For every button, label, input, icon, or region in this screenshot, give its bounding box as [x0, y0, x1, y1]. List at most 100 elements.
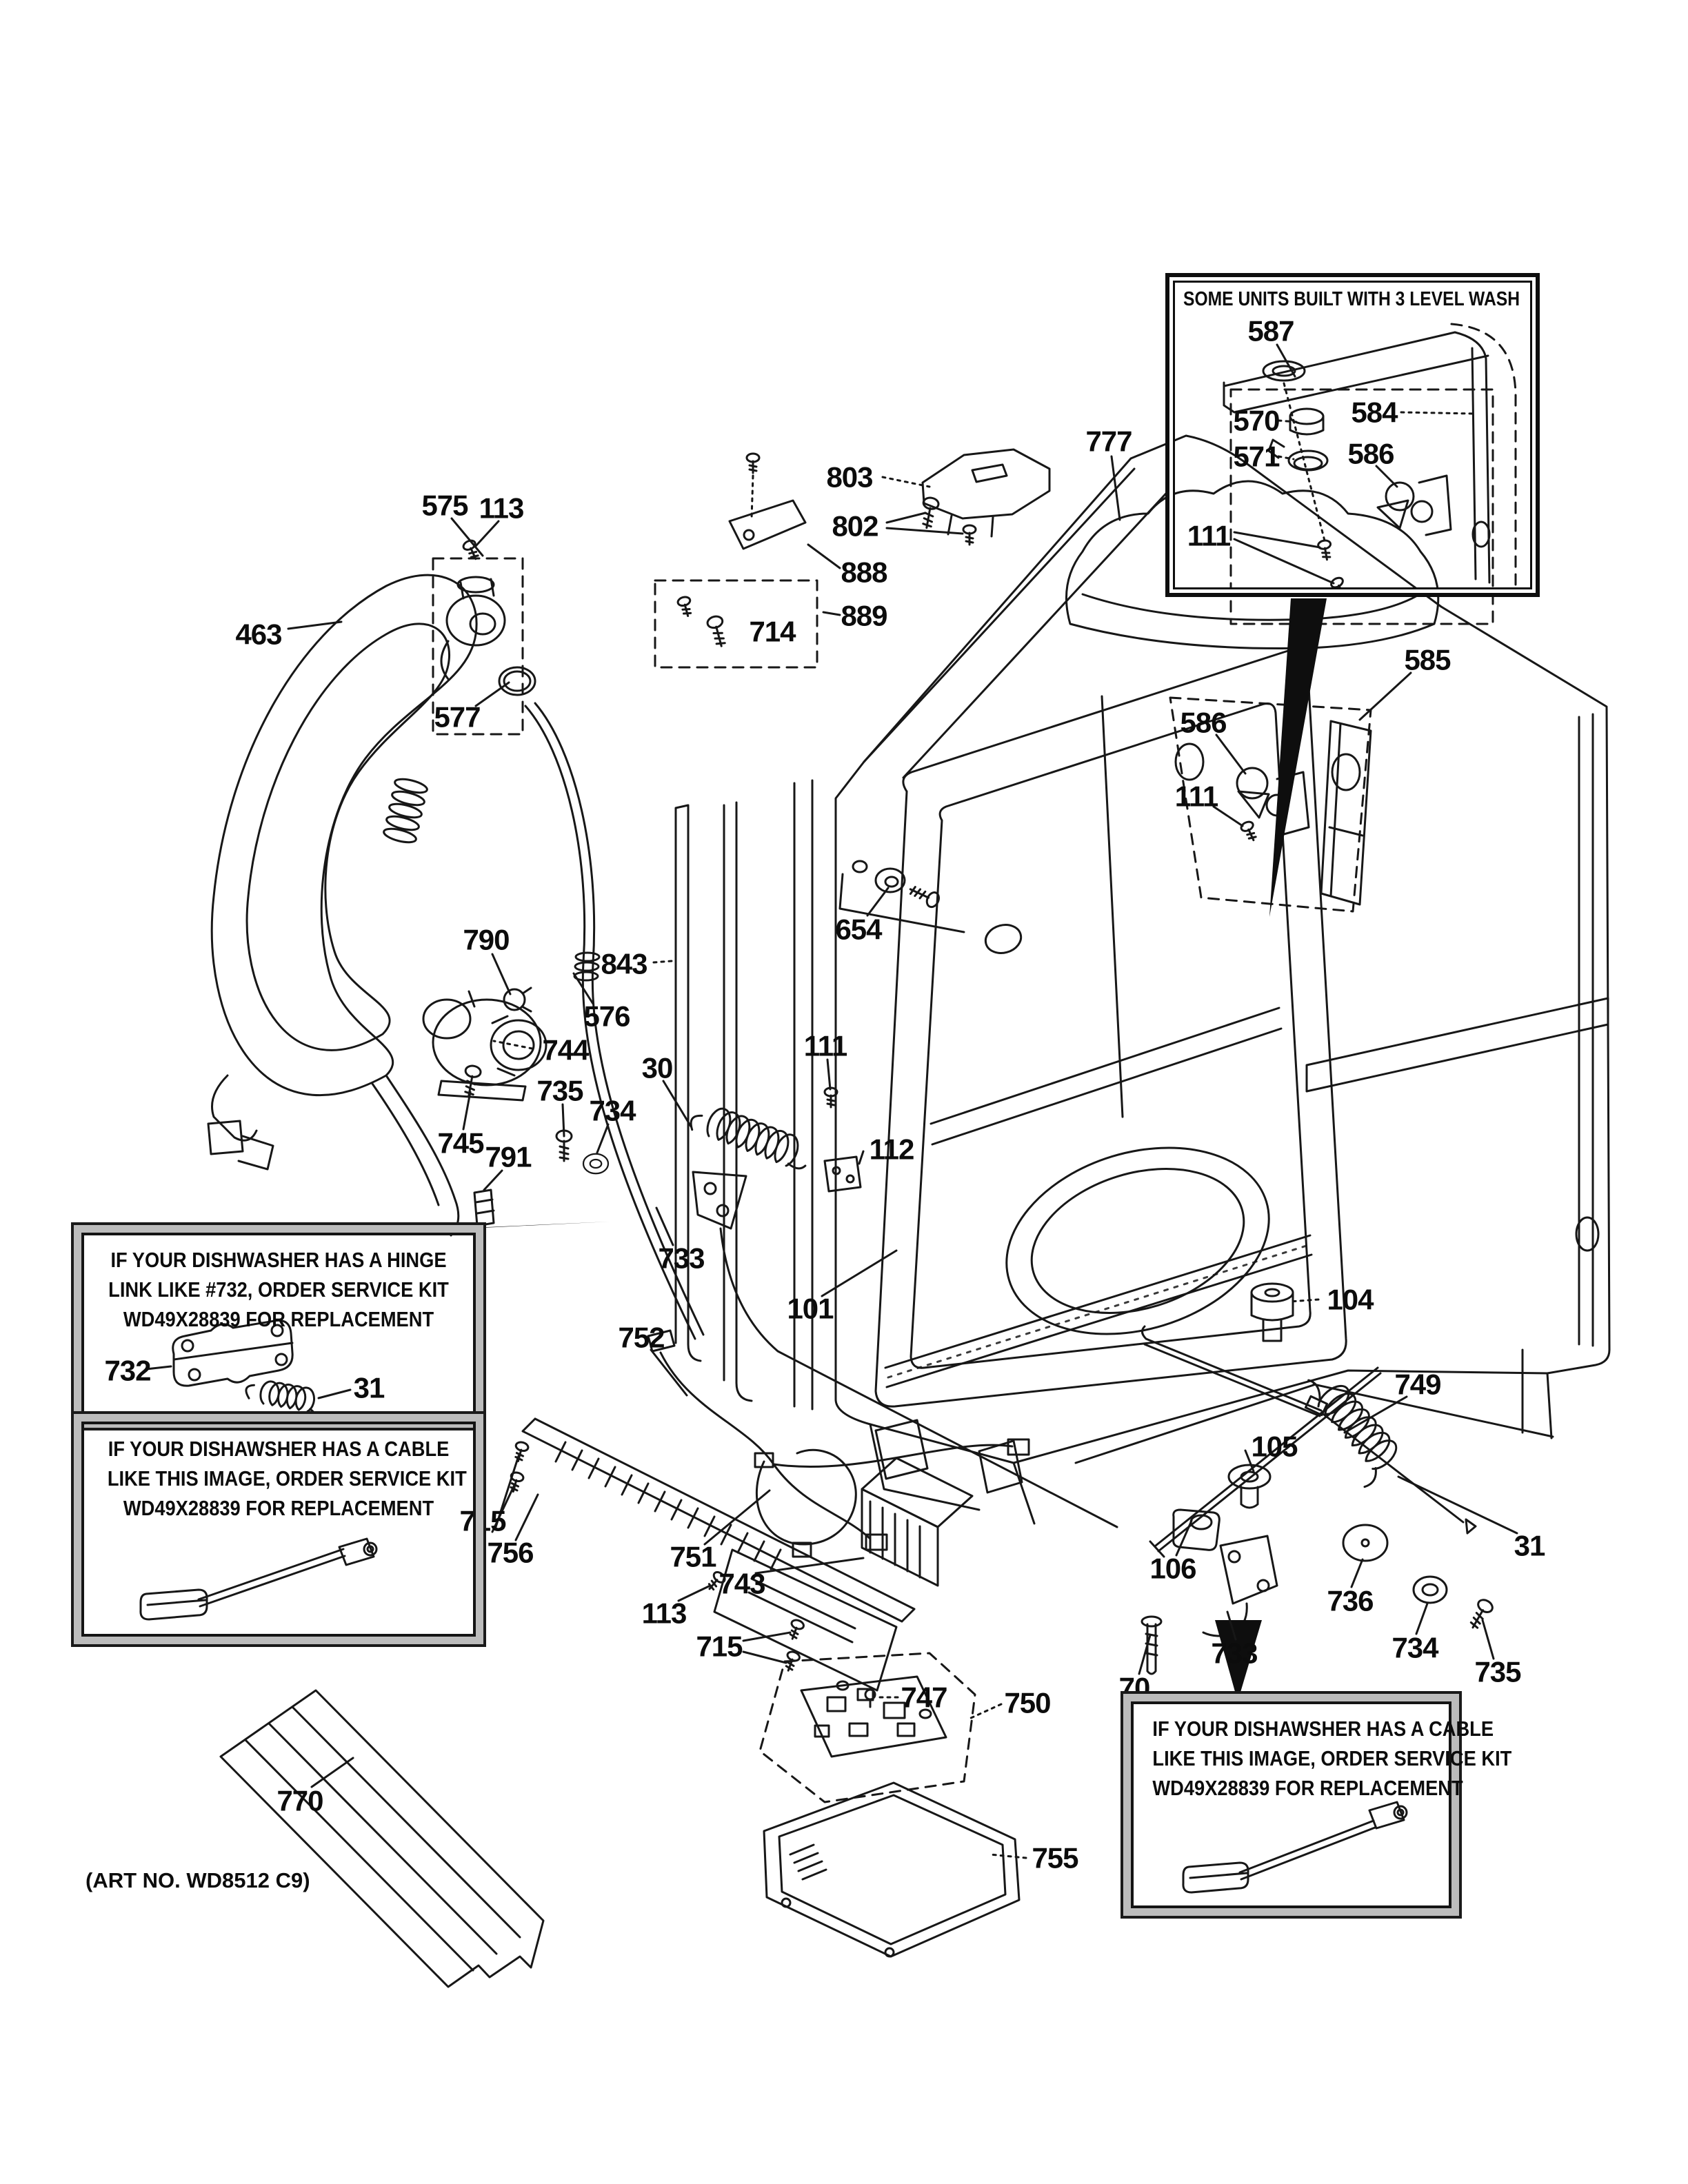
part-label-732: 732 [104, 1355, 150, 1387]
part-label-105: 105 [1251, 1430, 1298, 1463]
duct-584 [1471, 520, 1491, 548]
cap-570 [1289, 407, 1325, 436]
harness-loop-751 [754, 1448, 857, 1558]
note-line: LINK LIKE #732, ORDER SERVICE KIT [108, 1277, 449, 1302]
note-line: IF YOUR DISHWASHER HAS A HINGE [110, 1248, 447, 1272]
part-label-30: 30 [642, 1052, 673, 1084]
part-label-31: 31 [354, 1372, 385, 1404]
valve-586-top [1376, 474, 1452, 536]
note-box-hinge-link: IF YOUR DISHWASHER HAS A HINGE LINK LIKE… [81, 1233, 476, 1420]
note-box-three-level-wash: SOME UNITS BUILT WITH 3 LEVEL WASH [1165, 273, 1540, 597]
note-box-cable-right: IF YOUR DISHAWSHER HAS A CABLE LIKE THIS… [1131, 1701, 1512, 1908]
part-label-747: 747 [901, 1681, 947, 1714]
part-label-101: 101 [787, 1293, 834, 1325]
pointer-from-hinge-box [305, 1222, 610, 1235]
washer-736 [1342, 1524, 1389, 1562]
cable-right-art [1182, 1801, 1408, 1894]
hose-ribbed-collar [383, 778, 428, 844]
part-label-790: 790 [463, 924, 509, 956]
part-label-744: 744 [542, 1034, 590, 1066]
vent-assembly-803 [921, 448, 1051, 538]
part-label-654: 654 [835, 913, 883, 946]
part-label-736: 736 [1327, 1585, 1373, 1617]
part-label-734: 734 [1391, 1632, 1439, 1664]
part-label-715: 715 [459, 1505, 506, 1537]
note-line: IF YOUR DISHAWSHER HAS A CABLE [1152, 1717, 1494, 1741]
drain-hose-463 [207, 574, 478, 1237]
part-label-113: 113 [642, 1597, 687, 1630]
hose-576 [524, 702, 705, 1340]
tub-body [674, 434, 1611, 1525]
part-label-734: 734 [589, 1095, 636, 1127]
fuse-747 [864, 1688, 876, 1708]
bracket-112 [823, 1155, 862, 1193]
access-panel-rail-756 [521, 1417, 916, 1692]
part-label-584: 584 [1351, 396, 1398, 429]
valve-586-right [1236, 767, 1310, 836]
screw-715b1 [785, 1617, 806, 1642]
screw-715a1 [511, 1439, 530, 1464]
screw-735-right [1465, 1596, 1496, 1632]
note-line: IF YOUR DISHAWSHER HAS A CABLE [108, 1437, 450, 1461]
part-label-587: 587 [1247, 315, 1294, 347]
part-label-751: 751 [670, 1541, 716, 1573]
part-label-802: 802 [832, 510, 878, 543]
cable-left-art [139, 1537, 378, 1621]
junction-box-743 [861, 1457, 974, 1587]
hinge-bracket-733-left [692, 1171, 1118, 1528]
part-label-31: 31 [1514, 1530, 1545, 1562]
part-label-743: 743 [719, 1568, 765, 1600]
part-label-585: 585 [1404, 644, 1451, 676]
part-label-843: 843 [601, 948, 647, 980]
control-board-750 [758, 1652, 976, 1803]
part-label-111: 111 [804, 1030, 847, 1062]
note-box-cable-left: IF YOUR DISHAWSHER HAS A CABLE LIKE THIS… [81, 1422, 476, 1637]
part-label-586: 586 [1347, 438, 1394, 470]
part-label-111: 111 [1175, 780, 1218, 813]
part-label-888: 888 [841, 556, 887, 589]
grommet-654 [838, 860, 965, 933]
note-line: WD49X28839 FOR REPLACEMENT [1152, 1776, 1463, 1800]
clamp-571 [1267, 438, 1329, 472]
part-label-770: 770 [277, 1785, 323, 1817]
part-label-570: 570 [1233, 405, 1279, 437]
part-label-803: 803 [826, 461, 872, 494]
part-label-750: 750 [1004, 1687, 1050, 1719]
leader-lines [145, 343, 1518, 1859]
base-pan-755 [763, 1781, 1021, 1958]
grommet-734-left [582, 1153, 610, 1175]
part-label-735: 735 [536, 1075, 583, 1107]
part-label-104: 104 [1327, 1284, 1374, 1316]
door-spring-30 [690, 1107, 807, 1170]
bracket-888 [728, 452, 807, 550]
part-label-889: 889 [841, 600, 887, 632]
screw-kit-714 [654, 579, 818, 669]
mount-105 [1227, 1464, 1272, 1509]
part-label-571: 571 [1233, 441, 1280, 473]
part-label-586: 586 [1180, 707, 1226, 739]
note-line: LIKE THIS IMAGE, ORDER SERVICE KIT [1152, 1746, 1512, 1770]
part-label-756: 756 [487, 1537, 533, 1569]
check-valve-575-577 [432, 538, 536, 736]
clamp-790 [503, 987, 532, 1013]
part-label-463: 463 [235, 618, 281, 651]
pointer-to-cable-box [1215, 1620, 1262, 1701]
three-level-wash-art [1223, 323, 1517, 625]
part-label-112: 112 [870, 1133, 914, 1166]
part-label-70: 70 [1119, 1672, 1150, 1704]
part-label-733: 733 [1211, 1637, 1257, 1670]
part-label-576: 576 [583, 1000, 630, 1033]
note-line: LIKE THIS IMAGE, ORDER SERVICE KIT [107, 1466, 467, 1490]
part-label-715: 715 [696, 1630, 743, 1663]
part-label-577: 577 [434, 701, 480, 734]
part-label-777: 777 [1085, 425, 1132, 458]
part-label-575: 575 [421, 489, 468, 522]
grommet-734-right [1412, 1575, 1448, 1604]
part-label-752: 752 [618, 1322, 664, 1354]
note-line: WD49X28839 FOR REPLACEMENT [123, 1496, 434, 1520]
part-label-755: 755 [1032, 1842, 1078, 1874]
bolt-70 [1141, 1615, 1163, 1675]
part-label-111: 111 [1187, 520, 1231, 552]
